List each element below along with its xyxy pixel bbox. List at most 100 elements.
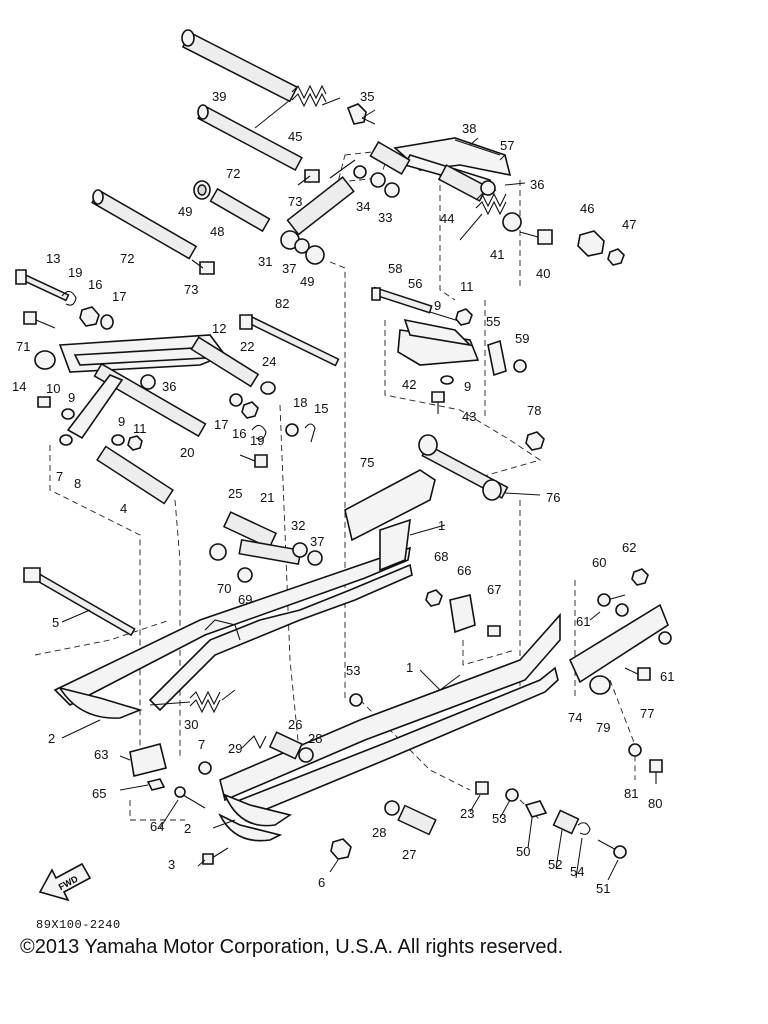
shaft-48 xyxy=(209,187,271,233)
slider-66 xyxy=(449,594,476,634)
nut-78 xyxy=(525,431,545,451)
bushing-41 xyxy=(502,212,522,232)
callout-11-upper: 11 xyxy=(460,279,474,294)
arm-55 xyxy=(487,339,507,377)
callout-47: 47 xyxy=(622,217,636,232)
washer-9-left xyxy=(61,408,75,420)
callout-28-upper: 28 xyxy=(308,731,322,746)
callout-69: 69 xyxy=(238,592,252,607)
rear-arm-38 xyxy=(369,137,512,202)
callout-17-left: 17 xyxy=(112,289,126,304)
forward-direction-arrow-icon: FWD xyxy=(38,862,92,902)
callout-56: 56 xyxy=(408,276,422,291)
bolt-60 xyxy=(597,593,626,607)
cap-59 xyxy=(513,359,527,373)
spring-44 xyxy=(459,192,507,241)
nut-11-mid xyxy=(127,435,143,451)
nut-47 xyxy=(607,248,625,266)
callout-2-upper: 2 xyxy=(48,731,55,746)
bushing-79 xyxy=(589,675,611,695)
drawing-code: 89X100-2240 xyxy=(36,918,121,932)
bolt-23 xyxy=(475,781,489,795)
callout-2-lower: 2 xyxy=(184,821,191,836)
callout-46: 46 xyxy=(580,201,594,216)
bolt-73-lower xyxy=(191,259,215,275)
front-arm-12 xyxy=(58,334,260,438)
shaft-4 xyxy=(96,445,174,505)
callout-13: 13 xyxy=(46,251,60,266)
callout-52: 52 xyxy=(548,857,562,872)
washer-7-upper xyxy=(59,434,73,446)
stopper-46 xyxy=(577,230,605,257)
callout-4: 4 xyxy=(120,501,127,516)
callout-59: 59 xyxy=(515,331,529,346)
callout-49-lower: 49 xyxy=(300,274,314,289)
collar-36-upper xyxy=(480,180,496,196)
link-8 xyxy=(66,374,124,440)
washer-81 xyxy=(628,743,642,757)
spring-29 xyxy=(241,735,267,750)
shaft-5 xyxy=(23,567,136,637)
bushing-50 xyxy=(524,800,548,818)
callout-23: 23 xyxy=(460,806,474,821)
washer-53-upper xyxy=(349,693,363,707)
nut-16-right xyxy=(241,401,259,419)
bolt-21 xyxy=(239,454,268,468)
callout-82: 82 xyxy=(275,296,289,311)
bolt-10 xyxy=(37,396,51,408)
bolt-51 xyxy=(597,839,627,859)
callout-14: 14 xyxy=(12,379,26,394)
callout-19-right: 19 xyxy=(250,433,264,448)
shaft-72-upper xyxy=(197,104,303,172)
callout-29: 29 xyxy=(228,741,242,756)
callout-50: 50 xyxy=(516,844,530,859)
callout-71: 71 xyxy=(16,339,30,354)
callout-7-upper: 7 xyxy=(56,469,63,484)
callout-25: 25 xyxy=(228,486,242,501)
callout-33: 33 xyxy=(378,210,392,225)
callout-9-left: 9 xyxy=(68,390,75,405)
bolt-35 xyxy=(346,103,376,125)
spring-30 xyxy=(149,689,236,714)
callout-58: 58 xyxy=(388,261,402,276)
callout-67: 67 xyxy=(487,582,501,597)
callout-55: 55 xyxy=(486,314,500,329)
bushing-14 xyxy=(34,350,56,370)
collar-36-left xyxy=(140,374,156,390)
pivot-arm-42 xyxy=(397,311,480,366)
washers-61 xyxy=(615,603,672,645)
copyright-notice: ©2013 Yamaha Motor Corporation, U.S.A. A… xyxy=(20,936,564,958)
callout-27: 27 xyxy=(402,847,416,862)
callout-77: 77 xyxy=(640,706,654,721)
callout-21: 21 xyxy=(260,490,274,505)
callout-62: 62 xyxy=(622,540,636,555)
callout-35: 35 xyxy=(360,89,374,104)
nut-69 xyxy=(237,567,253,583)
rail-stiffener-left xyxy=(379,518,411,572)
callout-37-lower: 37 xyxy=(310,534,324,549)
washer-28-lower xyxy=(384,800,400,816)
callout-7-lower: 7 xyxy=(198,737,205,752)
callout-1-upper: 1 xyxy=(438,518,445,533)
callout-24: 24 xyxy=(262,354,276,369)
clip-19-left xyxy=(61,290,77,306)
bushing-49-upper xyxy=(193,180,211,200)
callout-57: 57 xyxy=(500,138,514,153)
callout-79: 79 xyxy=(596,720,610,735)
callout-51: 51 xyxy=(596,881,610,896)
collar-31-37-49 xyxy=(280,230,325,265)
callout-16-left: 16 xyxy=(88,277,102,292)
callout-10: 10 xyxy=(46,381,60,396)
callout-63: 63 xyxy=(94,747,108,762)
callout-65: 65 xyxy=(92,786,106,801)
callout-76: 76 xyxy=(546,490,560,505)
callout-48: 48 xyxy=(210,224,224,239)
callout-72-lower: 72 xyxy=(120,251,134,266)
collar-32-37-70 xyxy=(209,539,323,566)
callout-73-lower: 73 xyxy=(184,282,198,297)
callout-39: 39 xyxy=(212,89,226,104)
clip-65 xyxy=(146,778,166,791)
callout-64: 64 xyxy=(150,819,164,834)
callout-19-left: 19 xyxy=(68,265,82,280)
callout-43: 43 xyxy=(462,409,476,424)
